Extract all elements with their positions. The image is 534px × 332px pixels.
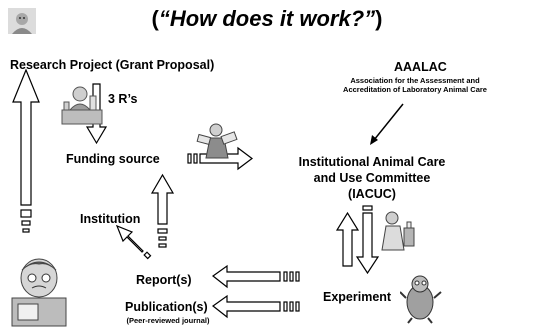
left-arrow-publications-tail-3	[295, 301, 300, 312]
up-arrow-left-tail-1	[20, 209, 32, 218]
institution-label: Institution	[80, 212, 141, 226]
portrait-icon	[8, 8, 36, 34]
up-arrow-left-tail-2	[21, 220, 31, 226]
three-rs-label: 3 R’s	[108, 92, 138, 106]
title-question: “How does it work?”	[158, 6, 376, 31]
up-arrow-left-tail-3	[22, 228, 30, 233]
up-arrow-institution-tail-1	[157, 228, 168, 234]
money-person-clipart	[196, 123, 238, 159]
funding-source-label: Funding source	[66, 152, 160, 166]
up-arrow-institution-tail-3	[158, 243, 167, 248]
aaalac-pointer-line	[373, 103, 404, 141]
publications-note: (Peer-reviewed journal)	[126, 316, 210, 325]
lab-technician-clipart	[381, 211, 415, 251]
left-arrow-publications	[211, 294, 281, 319]
iacuc-label-line2: and Use Committee	[313, 171, 431, 185]
right-arrow-funding-tail-2	[193, 153, 198, 164]
left-arrow-reports	[211, 264, 281, 289]
title-close-paren: )	[375, 6, 383, 31]
aaalac-full-name-line2: Accreditation of Laboratory Animal Care	[343, 85, 487, 94]
stressed-writer-clipart	[11, 258, 67, 327]
up-arrow-left	[12, 68, 40, 206]
iacuc-label-line3: (IACUC)	[348, 187, 396, 201]
aaalac-pointer-head	[370, 135, 378, 145]
left-arrow-publications-tail-2	[289, 301, 294, 312]
scientist-lab-clipart	[61, 86, 103, 125]
experiment-label: Experiment	[323, 290, 392, 304]
up-arrow-institution-tail-2	[158, 236, 167, 241]
diag-arrow-institution-tail	[143, 251, 152, 260]
up-arrow-iacuc	[335, 211, 360, 267]
left-arrow-reports-tail-3	[295, 271, 300, 282]
aaalac-full-name-line1: Association for the Assessment and	[350, 76, 480, 85]
down-arrow-experiment	[355, 212, 380, 275]
research-project-label: Research Project (Grant Proposal)	[10, 58, 215, 72]
iacuc-label-line1: Institutional Animal Care	[298, 155, 446, 169]
publications-label: Publication(s)	[125, 300, 208, 314]
up-arrow-institution	[150, 173, 175, 225]
left-arrow-publications-tail-1	[283, 301, 288, 312]
slide-title: (“How does it work?”)	[0, 6, 534, 32]
down-arrow-experiment-tail	[362, 205, 373, 211]
aaalac-label: AAALAC	[394, 60, 447, 74]
lab-animal-clipart	[400, 275, 442, 324]
title-open-paren: (	[151, 6, 159, 31]
diag-arrow-institution	[115, 224, 144, 253]
left-arrow-reports-tail-1	[283, 271, 288, 282]
reports-label: Report(s)	[136, 273, 192, 287]
left-arrow-reports-tail-2	[289, 271, 294, 282]
right-arrow-funding-tail-1	[187, 153, 192, 164]
